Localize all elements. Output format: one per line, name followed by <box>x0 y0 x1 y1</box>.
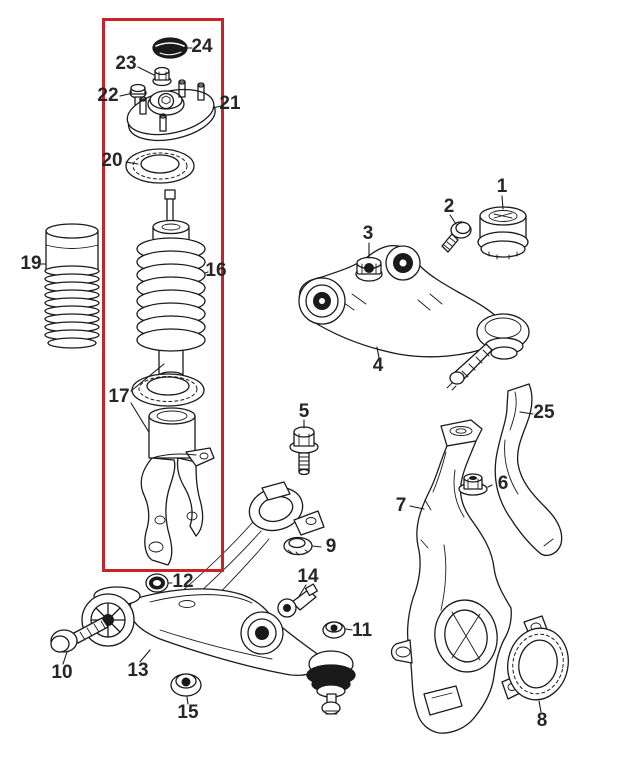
part-24-art <box>152 37 193 59</box>
part-15-art <box>170 673 202 705</box>
part-20-art <box>125 148 195 184</box>
callout-12: 12 <box>172 571 194 592</box>
part-11-art <box>322 621 353 639</box>
callout-2: 2 <box>443 196 455 217</box>
callout-15: 15 <box>177 702 199 723</box>
callout-22: 22 <box>97 85 119 106</box>
callout-19: 19 <box>20 253 42 274</box>
callout-1: 1 <box>496 176 508 197</box>
part-9-art <box>283 536 322 556</box>
callout-21: 21 <box>219 93 241 114</box>
part-14-art <box>277 583 318 618</box>
part-8-art <box>501 615 569 713</box>
part-7-art <box>390 419 512 734</box>
callout-5: 5 <box>298 401 310 422</box>
callout-25: 25 <box>533 402 555 423</box>
part-10-art <box>50 617 109 665</box>
callout-17: 17 <box>108 386 130 407</box>
callout-10: 10 <box>51 662 73 683</box>
part-5-art <box>289 419 319 476</box>
callout-24: 24 <box>191 36 213 57</box>
part-13-art <box>81 586 356 715</box>
part-12-art <box>145 573 173 593</box>
callout-23: 23 <box>115 53 137 74</box>
part-6-art <box>458 473 493 496</box>
part-2-art <box>441 214 472 253</box>
part-4-art <box>298 244 530 391</box>
callout-13: 13 <box>127 660 149 681</box>
callout-11: 11 <box>351 620 373 641</box>
callout-6: 6 <box>497 473 509 494</box>
part-19-art <box>40 223 100 349</box>
callout-16: 16 <box>205 260 227 281</box>
callout-8: 8 <box>536 710 548 731</box>
part-25-art <box>494 383 563 557</box>
callout-20: 20 <box>101 150 123 171</box>
callout-3: 3 <box>362 223 374 244</box>
callout-14: 14 <box>297 566 319 587</box>
part-17-art <box>130 363 215 566</box>
callout-4: 4 <box>372 355 384 376</box>
part-16-art <box>136 189 209 381</box>
part-1-art <box>477 195 529 260</box>
stabilizer-clamp-art <box>181 481 325 600</box>
part-3-art <box>355 242 383 282</box>
callout-7: 7 <box>395 495 407 516</box>
highlight-box <box>102 18 224 572</box>
part-23-art <box>137 66 172 87</box>
callout-9: 9 <box>325 536 337 557</box>
part-22-art <box>119 83 147 106</box>
part-21-art <box>126 79 222 142</box>
